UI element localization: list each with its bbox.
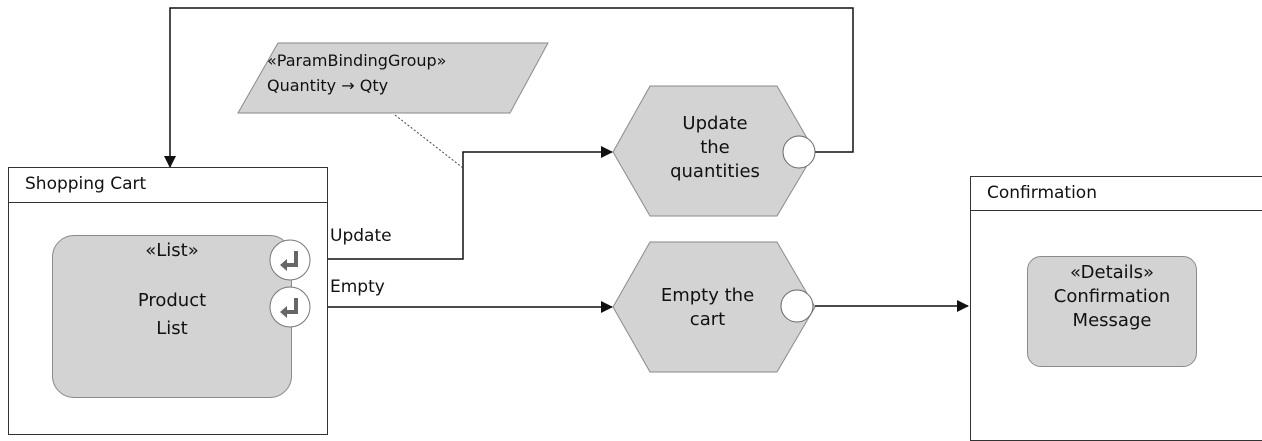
details-line2: Message bbox=[1072, 310, 1152, 331]
empty-action-port[interactable] bbox=[780, 289, 814, 323]
update-action-line3: quantities bbox=[670, 161, 760, 182]
update-action-hexagon[interactable] bbox=[612, 85, 816, 217]
product-list-stereotype: «List» bbox=[145, 240, 199, 261]
update-port-icon[interactable] bbox=[269, 239, 311, 281]
update-action-line1: Update bbox=[682, 113, 748, 134]
product-list-component[interactable]: «List» Product List bbox=[52, 235, 292, 398]
confirmation-title: Confirmation bbox=[971, 177, 1262, 211]
param-binding-stereotype: «ParamBindingGroup» bbox=[267, 51, 447, 70]
details-line1: Confirmation bbox=[1053, 286, 1171, 307]
empty-flow-label: Empty bbox=[330, 277, 385, 297]
empty-action-line1: Empty the bbox=[660, 285, 755, 306]
update-flow-label: Update bbox=[330, 226, 392, 246]
param-binding-connector bbox=[394, 114, 464, 169]
shopping-cart-title: Shopping Cart bbox=[9, 168, 327, 203]
loop-back-flow bbox=[164, 7, 854, 168]
confirmation-view[interactable]: Confirmation bbox=[970, 176, 1262, 441]
update-action-port[interactable] bbox=[782, 135, 816, 169]
param-binding-mapping: Quantity → Qty bbox=[267, 76, 389, 95]
param-binding-shape bbox=[237, 42, 549, 114]
product-list-name-line1: Product bbox=[137, 290, 207, 311]
empty-action-line2: cart bbox=[689, 309, 726, 330]
empty-action-label: Empty the cart bbox=[630, 284, 785, 332]
details-stereotype: «Details» bbox=[1069, 262, 1155, 283]
update-action-label: Update the quantities bbox=[640, 112, 790, 184]
empty-port-icon[interactable] bbox=[269, 286, 311, 328]
list-ports bbox=[269, 239, 311, 328]
update-action-line2: the bbox=[700, 137, 730, 158]
update-flow bbox=[313, 146, 613, 260]
confirmation-details-component[interactable]: «Details» Confirmation Message bbox=[1027, 256, 1197, 367]
empty-action-hexagon[interactable] bbox=[612, 241, 816, 373]
product-list-name-line2: List bbox=[156, 318, 188, 339]
